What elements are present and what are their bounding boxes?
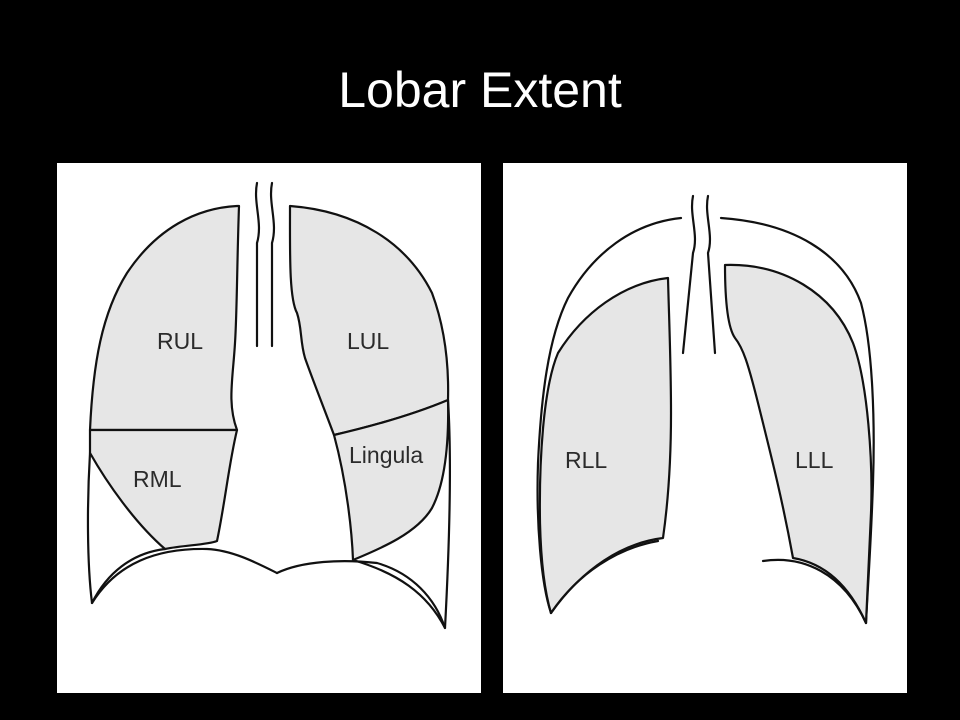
right-diaphragm-outline bbox=[90, 547, 279, 605]
label-lul: LUL bbox=[347, 328, 389, 354]
label-rll: RLL bbox=[565, 447, 607, 473]
lingula-lobe bbox=[332, 398, 450, 562]
right-diaphragm-outline bbox=[549, 539, 660, 615]
label-rul: RUL bbox=[157, 328, 203, 354]
label-rml: RML bbox=[133, 466, 182, 492]
rul-lobe bbox=[88, 204, 241, 432]
lul-lobe bbox=[288, 204, 450, 437]
left-diaphragm-outline bbox=[761, 558, 868, 625]
label-lll: LLL bbox=[795, 447, 834, 473]
trachea-left-wall bbox=[269, 181, 276, 348]
right-costophrenic-outline bbox=[86, 451, 167, 605]
trachea-right-wall bbox=[681, 194, 697, 355]
lung-diagram-left-svg: RUL RML LUL Lingula bbox=[86, 181, 451, 630]
right-lung-outline bbox=[536, 216, 683, 615]
trachea-right-wall bbox=[254, 181, 261, 348]
slide-title: Lobar Extent bbox=[338, 62, 622, 118]
rll-lobe bbox=[538, 276, 673, 615]
trachea-left-wall bbox=[705, 194, 717, 355]
lll-lobe bbox=[723, 263, 873, 625]
rml-lobe bbox=[88, 428, 239, 551]
left-costophrenic-outline bbox=[351, 398, 451, 630]
lung-diagram-right-svg: RLL LLL bbox=[536, 194, 875, 625]
label-lingula: Lingula bbox=[349, 442, 423, 468]
left-diaphragm-outline bbox=[275, 560, 447, 630]
lung-diagram-lower-lobes: RLL LLL bbox=[503, 163, 907, 693]
lung-diagram-upper-lobes: RUL RML LUL Lingula bbox=[57, 163, 481, 693]
